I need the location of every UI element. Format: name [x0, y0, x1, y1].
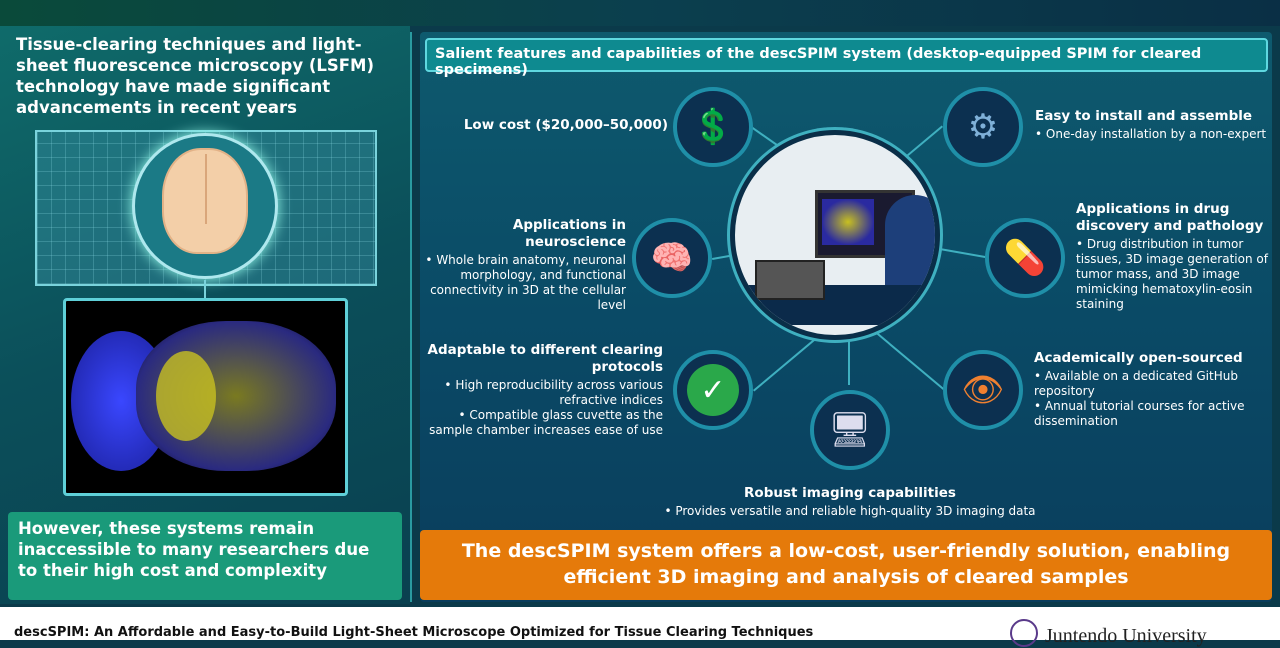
spoke	[848, 335, 850, 385]
brain-icon: 🧠	[632, 218, 712, 298]
feature-easy-install: Easy to install and assemble• One-day in…	[1035, 108, 1267, 141]
university-seal-icon	[1010, 619, 1038, 647]
feature-neuroscience: Applications in neuroscience• Whole brai…	[425, 217, 626, 312]
feature-low-cost: Low cost ($20,000–50,000)	[463, 117, 668, 133]
divider	[410, 32, 412, 602]
cost-down-coins-icon: 💲	[673, 87, 753, 167]
limitation-box: However, these systems remain inaccessib…	[8, 512, 402, 600]
pill-capsule-icon: 💊	[985, 218, 1065, 298]
brain-scan-image	[63, 298, 348, 496]
connector-line	[204, 280, 206, 300]
university-name: Juntendo University	[1045, 625, 1207, 647]
monitor-brain-icon: 🖥	[810, 390, 890, 470]
intro-text: Tissue-clearing techniques and light-she…	[16, 35, 374, 117]
workstation-illustration	[730, 130, 940, 340]
feature-clearing-protocols: Adaptable to different clearing protocol…	[427, 342, 663, 437]
feature-imaging: Robust imaging capabilities• Provides ve…	[664, 485, 1036, 518]
feature-open-source: Academically open-sourced• Available on …	[1034, 350, 1245, 428]
network-eye-icon: 👁	[943, 350, 1023, 430]
conclusion-box: The descSPIM system offers a low-cost, u…	[420, 530, 1272, 600]
feature-drug-discovery: Applications in drug discovery and patho…	[1076, 201, 1268, 311]
footer: descSPIM: An Affordable and Easy-to-Buil…	[0, 607, 1280, 647]
features-header: Salient features and capabilities of the…	[425, 38, 1268, 78]
gear-wrench-icon: ⚙	[943, 87, 1023, 167]
title-band	[0, 0, 1280, 26]
paper-title: descSPIM: An Affordable and Easy-to-Buil…	[14, 625, 814, 640]
checkmark-icon: ✓	[673, 350, 753, 430]
brain-illustration	[162, 148, 248, 254]
